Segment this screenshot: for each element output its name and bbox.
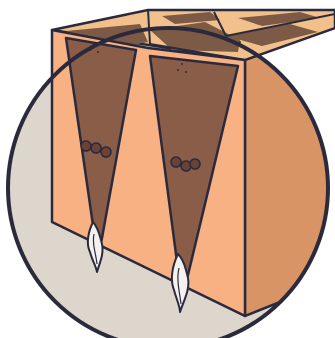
block-side-face	[245, 28, 335, 316]
